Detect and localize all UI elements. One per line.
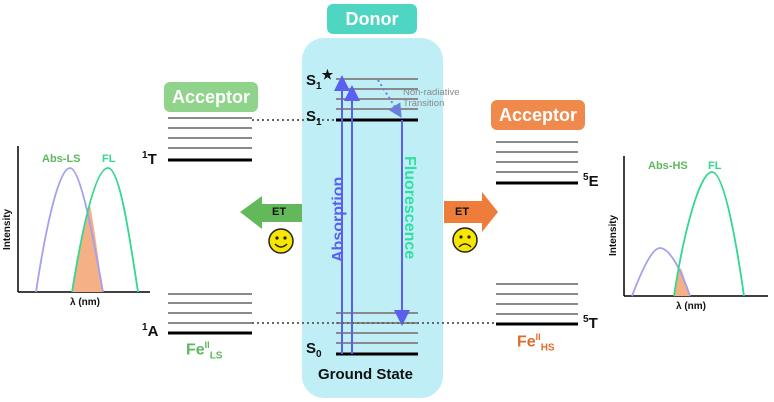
s1-label: S1: [306, 108, 322, 128]
spectrum-left-ylabel: Intensity: [2, 208, 13, 250]
acceptor-ls-t-label: 1T: [142, 150, 157, 168]
acceptor-hs-t-label: 5T: [583, 314, 598, 332]
acceptor-ls-badge: Acceptor: [164, 82, 258, 112]
acceptor-ls-a-levels: [168, 293, 252, 324]
spectrum-left-abs-curve: [35, 167, 104, 293]
s0-label: S0: [306, 340, 322, 360]
s1-star-label: S1★: [306, 67, 334, 92]
acceptor-hs-t-levels: [496, 283, 578, 315]
spectrum-left-fl-curve: [71, 167, 139, 293]
spectrum-right-ylabel: Intensity: [608, 214, 619, 256]
donor-box: [302, 38, 443, 398]
spectrum-right-axes: [623, 156, 768, 297]
acceptor-hs-badge: Acceptor: [491, 100, 585, 130]
spectrum-right-fl-curve: [673, 171, 745, 297]
acceptor-ls-a-label: 1A: [142, 322, 159, 340]
et-left-label: ET: [272, 206, 287, 218]
et-arrow-left: [240, 196, 302, 229]
spectrum-left-abs-label: Abs-LS: [42, 153, 81, 165]
absorption-label: Absorption: [330, 177, 347, 262]
acceptor-hs-e-label: 5E: [583, 172, 599, 190]
spectrum-right-fl-label: FL: [708, 160, 722, 172]
sad-face-icon: [452, 227, 478, 253]
spectrum-left-fl-label: FL: [102, 153, 116, 165]
acceptor-ls-t-levels: [168, 117, 252, 149]
happy-face-icon: [268, 228, 294, 254]
absorption-arrows: [334, 75, 360, 354]
spectrum-right-abs-curve: [631, 247, 691, 297]
fluorescence-label: Fluorescence: [401, 156, 418, 259]
acceptor-hs-e-levels: [496, 141, 578, 173]
non-radiative-arrow: [377, 79, 402, 118]
spectrum-right-xlabel: λ (nm): [676, 301, 706, 312]
spectrum-right-abs-label: Abs-HS: [648, 160, 688, 172]
ground-state-label: Ground State: [318, 366, 414, 383]
spectrum-left-xlabel: λ (nm): [70, 297, 100, 308]
et-right-label: ET: [455, 206, 470, 218]
fe-hs-label: FeIIHS: [517, 332, 555, 354]
spectrum-left-overlap: [72, 205, 103, 292]
et-arrow-right: [444, 192, 498, 232]
fe-ls-label: FeIILS: [186, 340, 223, 362]
donor-badge: Donor: [327, 4, 417, 34]
